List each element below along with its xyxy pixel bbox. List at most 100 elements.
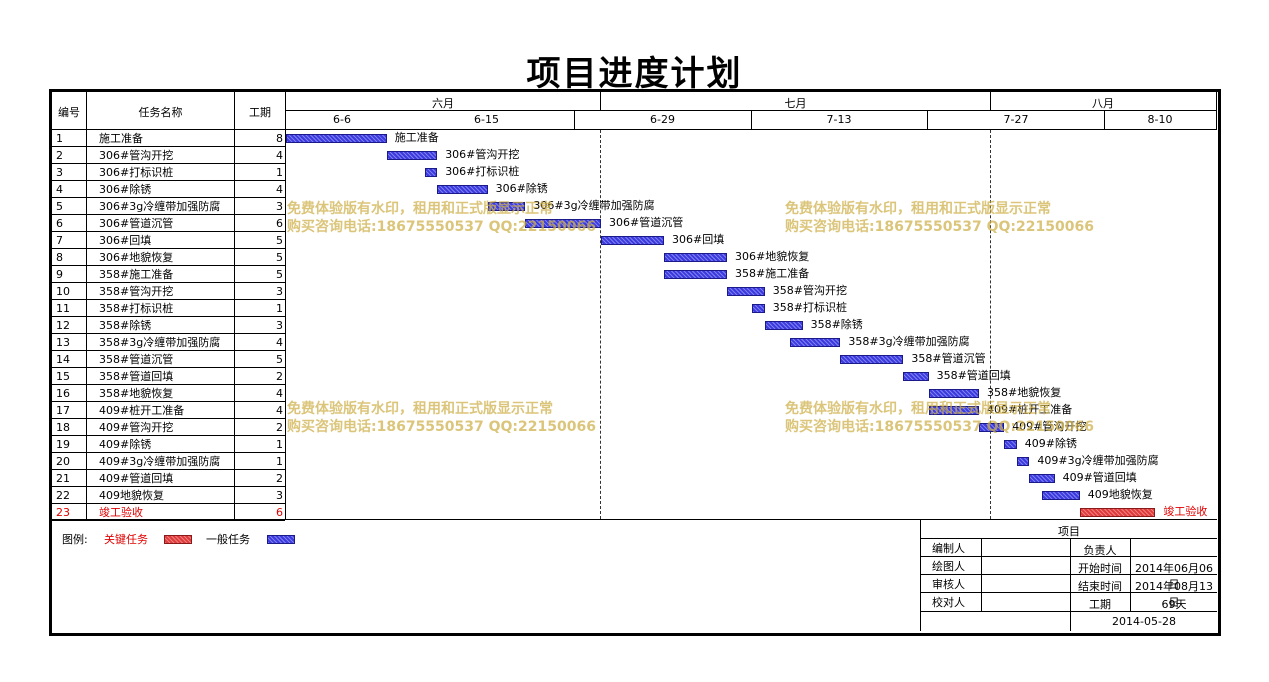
legend-label: 图例: — [62, 533, 88, 546]
task-bar — [487, 202, 526, 211]
schedule-frame — [49, 89, 1221, 636]
task-name: 409#桩开工准备 — [99, 404, 185, 417]
divider — [1070, 539, 1071, 631]
task-bar — [664, 253, 727, 262]
task-bar — [764, 321, 803, 330]
row-divider — [52, 333, 285, 334]
task-bar — [286, 134, 387, 143]
task-name: 358#施工准备 — [99, 268, 174, 281]
month-august: 八月 — [1092, 97, 1114, 110]
task-bar-label: 409#除锈 — [1024, 437, 1078, 450]
task-bar-label: 409#桩开工准备 — [987, 403, 1073, 416]
page-title: 项目进度计划 — [526, 54, 743, 94]
task-name: 409#管沟开挖 — [99, 421, 174, 434]
legend-critical-swatch — [164, 535, 192, 544]
divider — [920, 520, 921, 631]
week-label: 6-29 — [650, 113, 675, 126]
legend-critical-label: 关键任务 — [104, 533, 148, 546]
task-duration: 4 — [276, 336, 283, 349]
divider — [920, 611, 1217, 612]
task-id: 11 — [56, 302, 70, 315]
task-bar-label: 358#3g冷缠带加强防腐 — [848, 335, 970, 348]
task-bar — [1079, 508, 1156, 517]
task-bar — [1004, 440, 1017, 449]
task-duration: 1 — [276, 438, 283, 451]
task-bar — [386, 151, 438, 160]
row-divider — [52, 520, 285, 521]
row-divider — [52, 401, 285, 402]
task-bar-label: 409地貌恢复 — [1087, 488, 1153, 501]
task-bar — [1029, 474, 1055, 483]
task-bar-label: 竣工验收 — [1163, 505, 1208, 518]
task-id: 18 — [56, 421, 70, 434]
task-duration: 6 — [276, 506, 283, 519]
task-id: 4 — [56, 183, 63, 196]
info-duration-value: 69天 — [1161, 598, 1187, 611]
task-bar — [840, 355, 904, 364]
divider — [1104, 111, 1105, 129]
row-divider — [52, 350, 285, 351]
task-bar — [903, 372, 929, 381]
info-end-value: 2014年08月13日 — [1135, 580, 1213, 609]
task-bar-label: 306#地貌恢复 — [735, 250, 810, 263]
divider — [86, 92, 87, 519]
task-name: 358#管沟开挖 — [99, 285, 174, 298]
task-name: 306#回填 — [99, 234, 152, 247]
divider — [574, 111, 575, 129]
row-divider — [52, 214, 285, 215]
row-divider — [52, 180, 285, 181]
col-header-duration: 工期 — [249, 106, 271, 119]
info-editor-label: 编制人 — [932, 542, 965, 555]
task-name: 409#3g冷缠带加强防腐 — [99, 455, 221, 468]
week-label: 6-6 — [333, 113, 351, 126]
task-bar — [437, 185, 488, 194]
task-bar-label: 358#打标识桩 — [772, 301, 848, 314]
week-label: 6-15 — [474, 113, 499, 126]
task-id: 1 — [56, 132, 63, 145]
task-name: 409#管道回填 — [99, 472, 174, 485]
info-date: 2014-05-28 — [1112, 615, 1176, 628]
row-divider — [52, 282, 285, 283]
task-duration: 4 — [276, 404, 283, 417]
task-name: 竣工验收 — [99, 506, 143, 519]
task-name: 306#除锈 — [99, 183, 152, 196]
week-label: 7-13 — [826, 113, 852, 126]
task-bar-label: 409#管沟开挖 — [1012, 420, 1087, 433]
task-name: 306#打标识桩 — [99, 166, 174, 179]
task-duration: 5 — [276, 234, 283, 247]
row-divider — [52, 384, 285, 385]
task-bar-label: 358#管沟开挖 — [772, 284, 848, 297]
task-bar — [1042, 491, 1080, 500]
divider — [1216, 92, 1217, 130]
task-duration: 5 — [276, 251, 283, 264]
task-name: 306#管道沉管 — [99, 217, 174, 230]
task-name: 358#3g冷缠带加强防腐 — [99, 336, 221, 349]
task-name: 358#管道回填 — [99, 370, 174, 383]
task-bar — [1016, 457, 1030, 466]
row-divider — [52, 316, 285, 317]
week-label: 7-27 — [1003, 113, 1029, 126]
task-duration: 5 — [276, 268, 283, 281]
task-name: 409#除锈 — [99, 438, 152, 451]
task-name: 409地貌恢复 — [99, 489, 164, 502]
divider — [751, 111, 752, 129]
task-id: 5 — [56, 200, 63, 213]
divider — [927, 111, 928, 129]
task-id: 9 — [56, 268, 63, 281]
task-duration: 1 — [276, 166, 283, 179]
task-bar-label: 358#施工准备 — [735, 267, 810, 280]
info-start-label: 开始时间 — [1078, 562, 1122, 575]
divider — [600, 92, 601, 111]
row-divider — [52, 231, 285, 232]
task-id: 15 — [56, 370, 70, 383]
task-bar-label: 306#回填 — [672, 233, 725, 246]
divider — [981, 539, 982, 612]
task-name: 358#除锈 — [99, 319, 152, 332]
task-bar-label: 358#地貌恢复 — [987, 386, 1062, 399]
task-id: 21 — [56, 472, 70, 485]
task-duration: 4 — [276, 387, 283, 400]
task-bar — [979, 423, 1005, 432]
task-duration: 2 — [276, 421, 283, 434]
divider — [920, 538, 1217, 539]
row-divider — [52, 299, 285, 300]
